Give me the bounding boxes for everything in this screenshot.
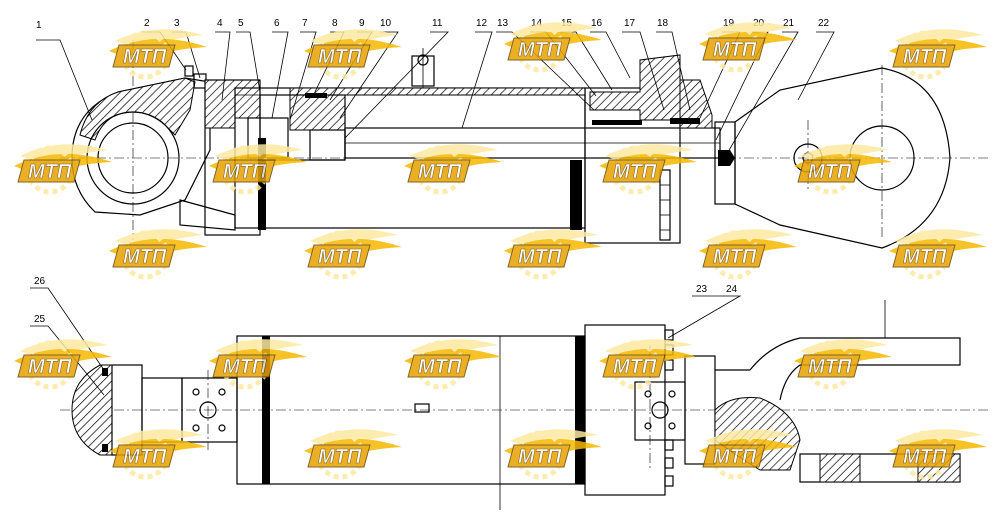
watermark-text: МТП [518,446,562,468]
callout-2: 2 [144,18,150,29]
watermark-mtp-logo: МТП [599,144,697,195]
watermark-mtp-logo: МТП [14,339,112,390]
callout-1: 1 [36,20,42,31]
watermark-text: МТП [28,161,72,183]
callout-12: 12 [476,18,488,29]
watermark-mtp-logo: МТП [109,229,207,280]
watermark-text: МТП [418,161,462,183]
watermark-mtp-logo: МТП [304,29,402,80]
callout-23: 23 [696,284,708,295]
callout-6: 6 [274,18,280,29]
watermark-text: МТП [713,39,757,61]
watermark-mtp-logo: МТП [304,429,402,480]
watermark-text: МТП [418,356,462,378]
watermark-mtp-logo: МТП [14,144,112,195]
watermark-text: МТП [613,161,657,183]
watermark-mtp-logo: МТП [889,29,987,80]
top-callout-labels: 1 2 3 4 5 6 7 8 9 10 11 12 13 14 15 16 1… [36,18,830,31]
watermark-text: МТП [518,246,562,268]
watermark-text: МТП [123,46,167,68]
watermark-mtp-logo: МТП [209,339,307,390]
watermark-mtp-logo: МТП [504,229,602,280]
watermark-mtp-logo: МТП [699,429,797,480]
watermark-text: МТП [808,356,852,378]
watermark-mtp-logo: МТП [109,429,207,480]
bottom-callout-labels: 26 25 23 24 [34,276,738,325]
watermark-mtp-logo: МТП [889,429,987,480]
callout-26: 26 [34,276,46,287]
callout-14: 14 [531,18,543,29]
watermark-mtp-logo: МТП [504,429,602,480]
callout-11: 11 [432,18,443,29]
watermark-mtp-logo: МТП [404,339,502,390]
watermark-text: МТП [518,39,562,61]
callout-19: 19 [723,18,735,29]
watermark-mtp-logo: МТП [599,339,697,390]
callout-25: 25 [34,314,46,325]
top-sectional-view [60,40,990,249]
watermark-text: МТП [903,46,947,68]
bottom-side-view [60,300,990,510]
watermark-text: МТП [223,161,267,183]
callout-17: 17 [624,18,636,29]
watermark-text: МТП [808,161,852,183]
callout-9: 9 [359,18,365,29]
watermark-layer: МТП МТП МТП МТП МТП МТП МТП МТП МТП МТП МТП МТП МТП М… [14,22,987,480]
callout-18: 18 [657,18,669,29]
callout-3: 3 [174,18,180,29]
watermark-text: МТП [903,446,947,468]
callout-5: 5 [238,18,244,29]
callout-4: 4 [217,18,223,29]
watermark-text: МТП [713,446,757,468]
watermark-text: МТП [28,356,72,378]
watermark-mtp-logo: МТП [209,144,307,195]
watermark-text: МТП [613,356,657,378]
watermark-text: МТП [123,246,167,268]
callout-8: 8 [332,18,338,29]
watermark-mtp-logo: МТП [699,229,797,280]
callout-21: 21 [783,18,795,29]
callout-24: 24 [726,284,738,295]
watermark-mtp-logo: МТП [794,339,892,390]
watermark-text: МТП [223,356,267,378]
watermark-mtp-logo: МТП [889,229,987,280]
watermark-text: МТП [123,446,167,468]
callout-13: 13 [497,18,509,29]
watermark-text: МТП [318,446,362,468]
watermark-mtp-logo: МТП [304,229,402,280]
watermark-mtp-logo: МТП [699,22,797,73]
callout-7: 7 [302,18,308,29]
watermark-text: МТП [318,46,362,68]
callout-22: 22 [818,18,830,29]
watermark-mtp-logo: МТП [504,22,602,73]
watermark-text: МТП [318,246,362,268]
watermark-mtp-logo: МТП [109,29,207,80]
watermark-mtp-logo: МТП [404,144,502,195]
watermark-text: МТП [713,246,757,268]
callout-16: 16 [591,18,603,29]
watermark-text: МТП [903,246,947,268]
watermark-mtp-logo: МТП [794,144,892,195]
callout-10: 10 [380,18,392,29]
